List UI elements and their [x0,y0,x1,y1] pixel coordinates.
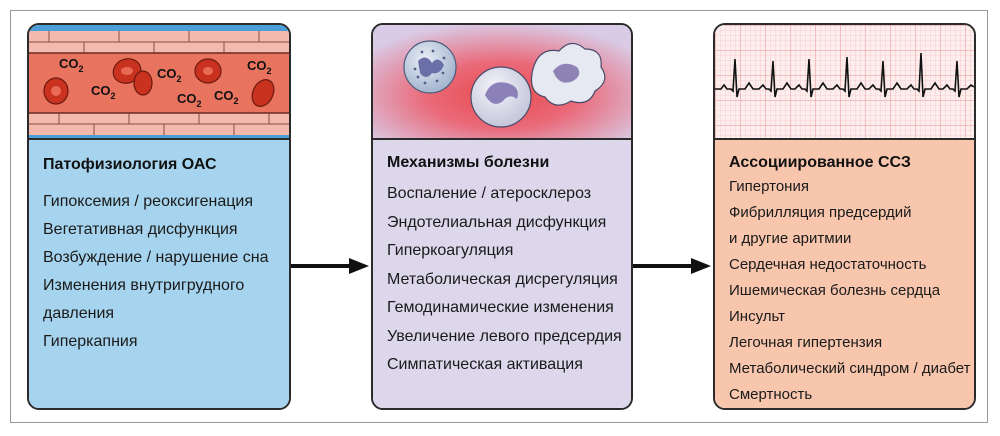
list-item: Гемодинамические изменения [387,299,614,316]
list-item: Легочная гипертензия [729,334,883,351]
panel-body: Патофизиология ОАС Гипоксемия / реоксиге… [29,138,289,408]
panel-title: Ассоциированное ССЗ [729,154,911,171]
list-item: Гипертония [729,178,809,195]
list-item: Возбуждение / нарушение сна [43,249,269,266]
list-item: Воспаление / атеросклероз [387,185,592,202]
panel-body: Ассоциированное ССЗ Гипертония Фибрилляц… [715,138,974,408]
list-item: Смертность [729,386,813,403]
panel-body: Механизмы болезни Воспаление / атероскле… [373,138,631,408]
list-item: Метаболический синдром / диабет [729,360,971,377]
panel-mechanisms: Механизмы болезни Воспаление / атероскле… [371,23,633,410]
item-list: Гипоксемия / реоксигенация Вегетативная … [43,188,283,356]
list-item: Гиперкоагуляция [387,242,514,259]
panel-pathophysiology: CO2 CO2 CO2 CO2 CO2 CO2 Патофизиология О… [27,23,291,410]
ecg-strip-icon [715,25,974,138]
panel-cvd: Ассоциированное ССЗ Гипертония Фибрилляц… [713,23,976,410]
list-item: Эндотелиальная дисфункция [387,213,607,231]
list-item: Фибрилляция предсердий [729,204,912,221]
list-item: и другие аритмии [729,230,852,247]
item-list: Гипертония Фибрилляция предсердий и друг… [729,174,971,408]
list-item: Симпатическая активация [387,356,583,373]
list-item: Увеличение левого предсердия [387,327,622,345]
list-item: Гиперкапния [43,333,138,350]
list-item: давления [43,305,115,322]
panel-title: Механизмы болезни [387,154,550,171]
co2-label: CO2 [177,91,202,109]
list-item: Сердечная недостаточность [729,256,927,273]
list-item: Изменения внутригрудного [43,277,245,294]
arrow-right-icon [291,258,369,274]
panel-title: Патофизиология ОАС [43,156,217,173]
list-item: Вегетативная дисфункция [43,221,238,238]
co2-label: CO2 [214,88,239,106]
list-item: Ишемическая болезнь сердца [729,282,941,299]
list-item: Инсульт [729,308,786,325]
item-list: Воспаление / атеросклероз Эндотелиальная… [387,180,625,380]
list-item: Метаболическая дисрегуляция [387,270,618,288]
blood-cells-icon [373,25,631,138]
co2-label: CO2 [59,56,84,74]
co2-label: CO2 [157,66,182,84]
co2-label: CO2 [247,58,272,76]
arrow-right-icon [633,258,711,274]
blood-vessel-icon: CO2 CO2 CO2 CO2 CO2 CO2 [29,25,289,138]
list-item: Гипоксемия / реоксигенация [43,193,253,210]
co2-label: CO2 [91,83,116,101]
